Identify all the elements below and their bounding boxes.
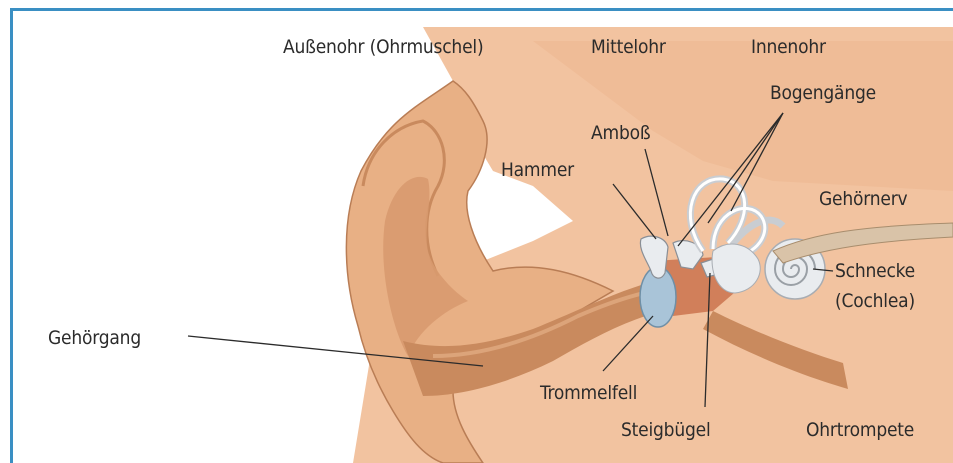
label-mittelohr: Mittelohr (591, 36, 667, 58)
label-gehoernerv: Gehörnerv (819, 188, 908, 210)
label-ohrtrompete: Ohrtrompete (806, 419, 914, 441)
label-aussenohr: Außenohr (Ohrmuschel) (283, 36, 483, 58)
label-amboss: Amboß (591, 122, 650, 144)
label-steigbuegel: Steigbügel (621, 419, 711, 441)
label-hammer: Hammer (501, 159, 575, 181)
label-bogengaenge: Bogengänge (770, 82, 876, 104)
label-schnecke: Schnecke (835, 260, 915, 282)
label-cochlea: (Cochlea) (835, 290, 915, 312)
diagram-frame: Außenohr (Ohrmuschel) Mittelohr Innenohr… (10, 8, 953, 463)
ear-anatomy-diagram: Außenohr (Ohrmuschel) Mittelohr Innenohr… (13, 11, 953, 463)
label-innenohr: Innenohr (751, 36, 827, 58)
label-gehoergang: Gehörgang (48, 327, 141, 349)
label-trommelfell: Trommelfell (539, 382, 637, 404)
